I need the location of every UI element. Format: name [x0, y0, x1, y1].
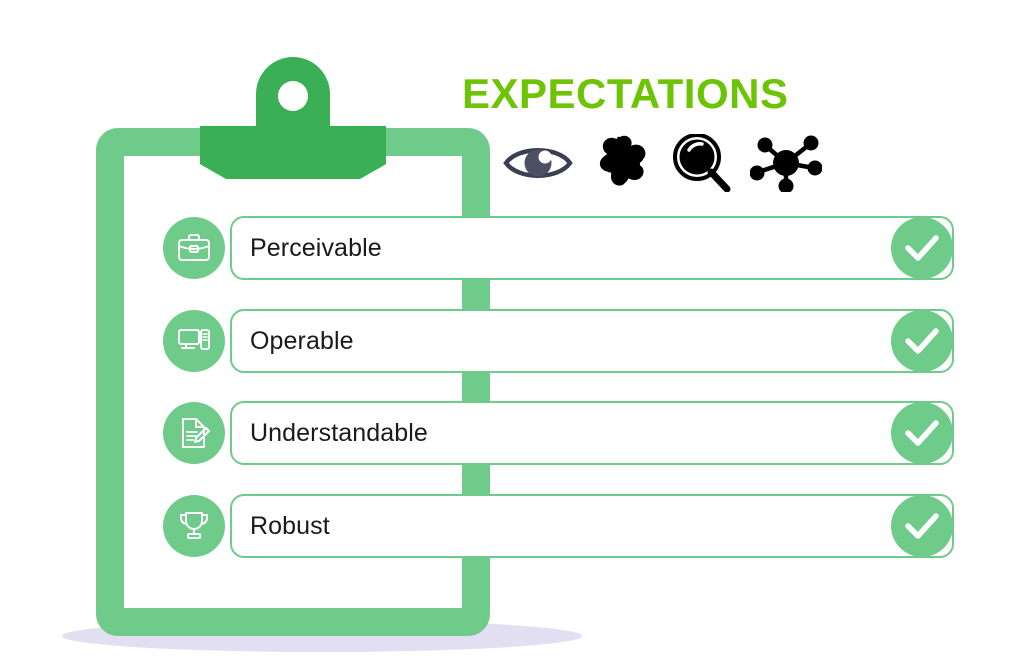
trophy-icon	[163, 495, 225, 557]
checklist-item-label: Robust	[250, 511, 330, 540]
document-edit-icon	[163, 402, 225, 464]
checklist-row[interactable]: Perceivable	[163, 216, 954, 280]
check-icon[interactable]	[891, 217, 953, 279]
clipboard-clip	[200, 57, 386, 179]
desktop-computer-icon	[163, 310, 225, 372]
puzzle-piece-icon	[588, 134, 655, 192]
check-icon[interactable]	[891, 402, 953, 464]
top-icon-strip	[502, 134, 822, 192]
checklist-row[interactable]: Operable	[163, 309, 954, 373]
checklist-row[interactable]: Robust	[163, 494, 954, 558]
checklist-row[interactable]: Understandable	[163, 401, 954, 465]
check-icon[interactable]	[891, 495, 953, 557]
eye-icon	[502, 134, 574, 192]
row-field[interactable]: Understandable	[230, 401, 954, 465]
row-field[interactable]: Operable	[230, 309, 954, 373]
check-icon[interactable]	[891, 310, 953, 372]
briefcase-icon	[163, 217, 225, 279]
clipboard-board	[96, 128, 490, 636]
network-hub-icon	[750, 134, 822, 192]
magnifier-icon	[669, 134, 736, 192]
checklist-item-label: Understandable	[250, 418, 428, 447]
checklist-item-label: Operable	[250, 326, 354, 355]
checklist-item-label: Perceivable	[250, 233, 382, 262]
clipboard-clip-hole	[278, 81, 308, 111]
page-title: EXPECTATIONS	[462, 70, 789, 117]
clipboard-clip-base	[200, 126, 386, 179]
row-field[interactable]: Perceivable	[230, 216, 954, 280]
row-field[interactable]: Robust	[230, 494, 954, 558]
